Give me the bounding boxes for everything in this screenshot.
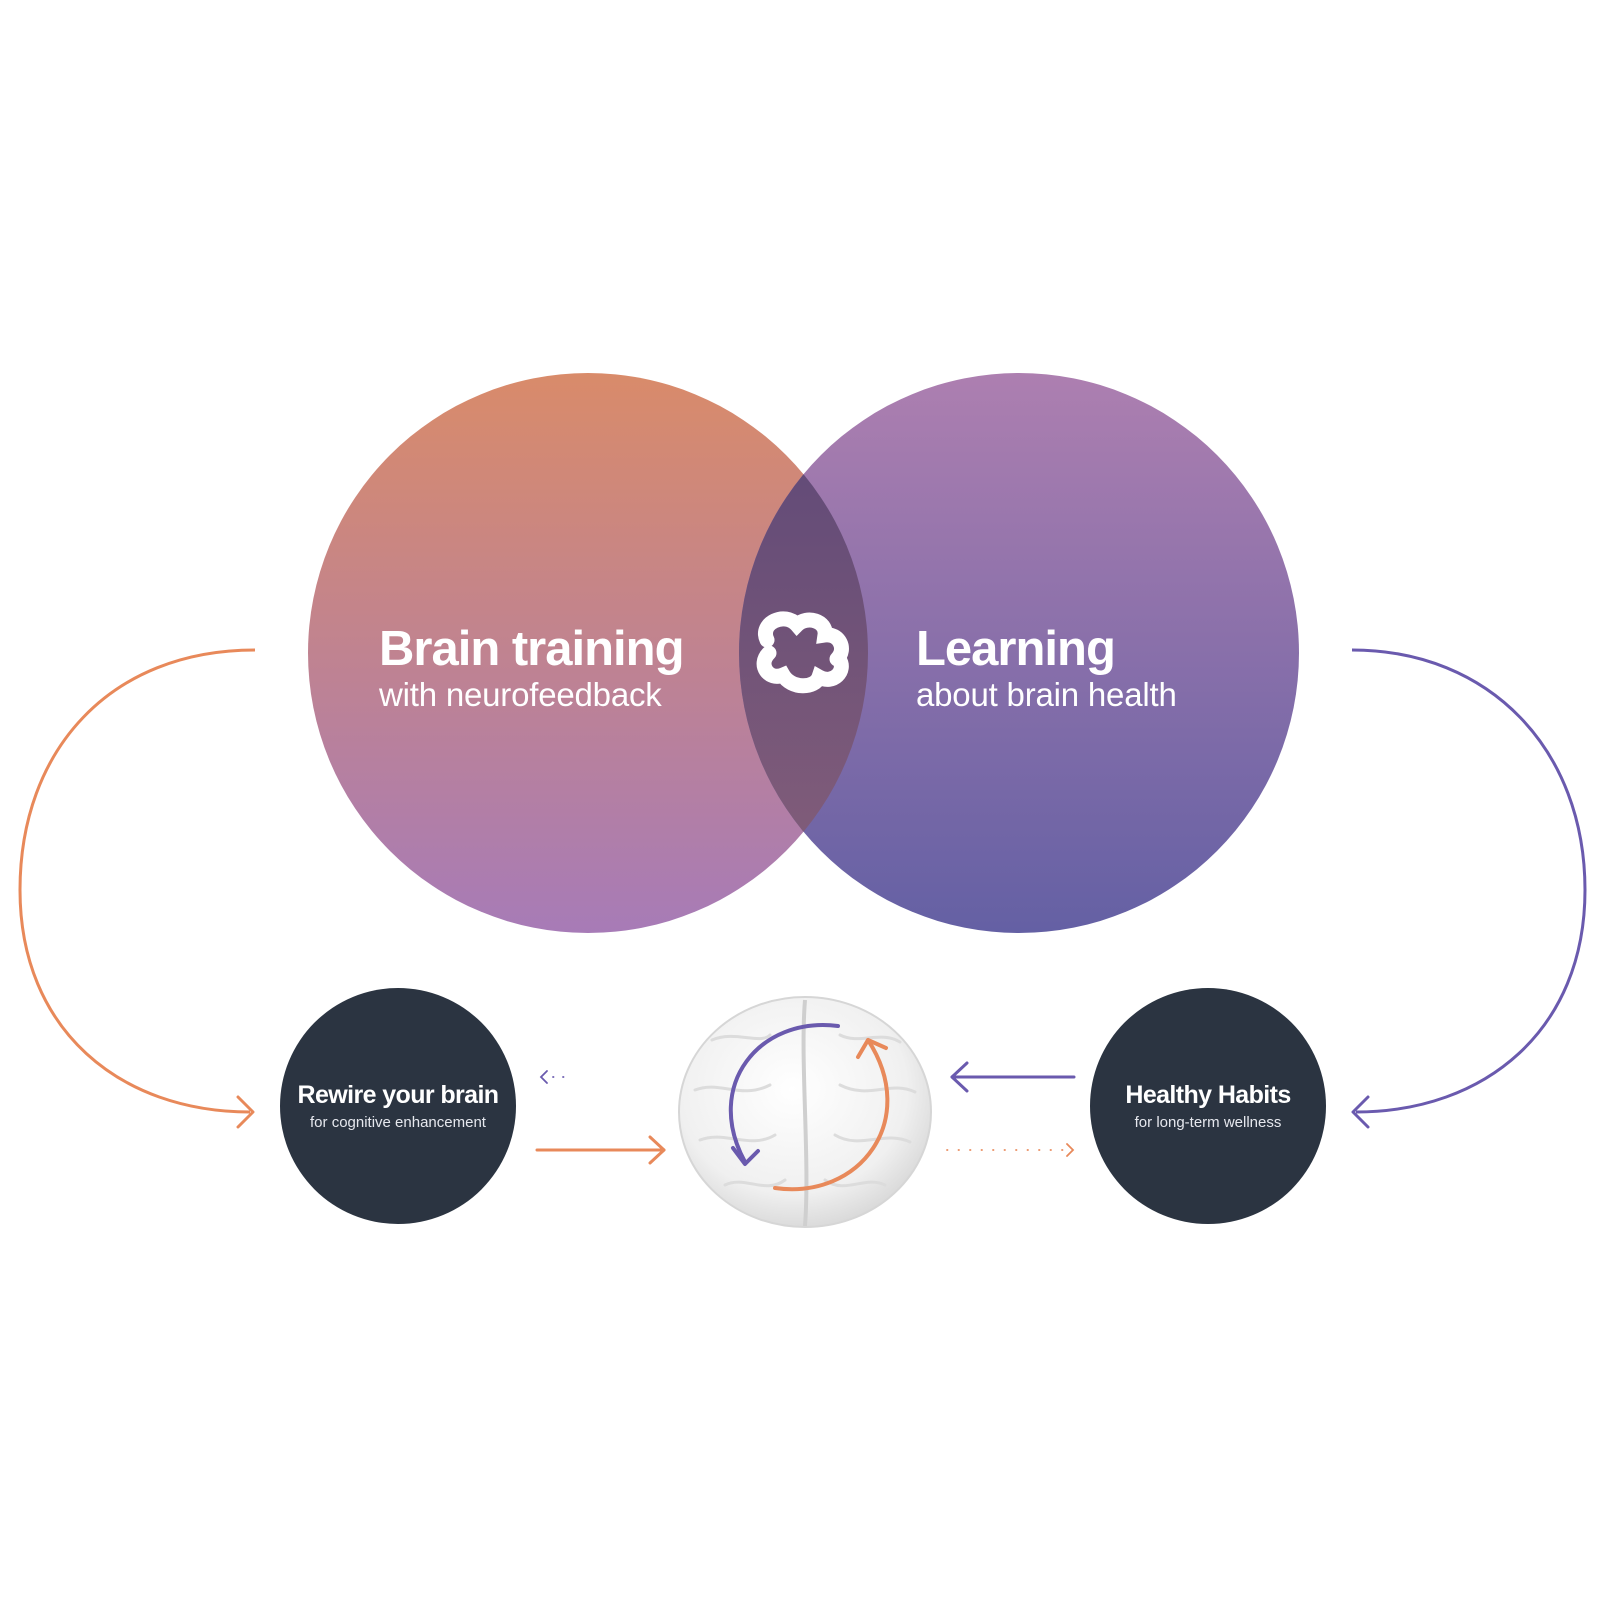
node-right-subtitle: for long-term wellness xyxy=(1134,1113,1282,1131)
arrow-from-habits xyxy=(950,1061,1076,1093)
loop-arrow-left-head xyxy=(236,1095,255,1129)
node-left-title: Rewire your brain xyxy=(297,1080,500,1109)
venn-circle-right xyxy=(739,373,1299,933)
loop-arrow-right xyxy=(1351,648,1587,1114)
loop-arrow-right-head xyxy=(1351,1095,1370,1129)
brain-icon xyxy=(678,996,932,1228)
node-right-title: Healthy Habits xyxy=(1125,1080,1291,1109)
node-healthy-habits: Healthy Habits for long-term wellness xyxy=(1090,988,1326,1224)
dotted-arrow-left xyxy=(539,1070,565,1084)
loop-arrow-left xyxy=(18,648,256,1114)
arrow-to-brain xyxy=(535,1135,666,1165)
node-rewire-your-brain: Rewire your brain for cognitive enhancem… xyxy=(280,988,516,1224)
cloud-logo-icon xyxy=(756,611,849,694)
cycle-arrow-orange-icon xyxy=(773,1038,890,1192)
node-left-subtitle: for cognitive enhancement xyxy=(310,1113,486,1131)
dotted-arrow-right xyxy=(946,1143,1075,1157)
cycle-arrow-purple-icon xyxy=(728,1023,840,1166)
venn-circle-left xyxy=(308,373,868,933)
